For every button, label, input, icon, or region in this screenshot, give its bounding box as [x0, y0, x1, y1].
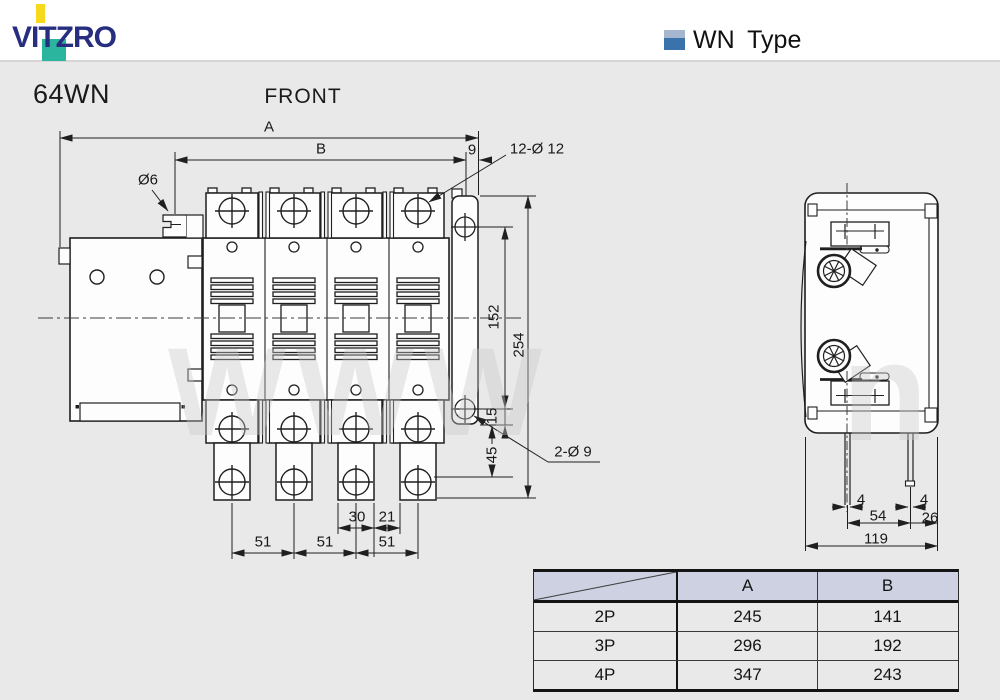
dim-21: 21 — [378, 508, 396, 526]
dim-4-left: 4 — [856, 491, 866, 509]
view-label: FRONT — [264, 85, 342, 108]
table-cell-poles: 4P — [594, 665, 616, 684]
dim-51-2: 51 — [316, 533, 334, 551]
dim-152: 152 — [485, 304, 503, 330]
table-header-row: A B — [534, 572, 958, 603]
table-cell-b: 243 — [817, 661, 957, 689]
table-corner-cell — [534, 572, 676, 600]
type-bullet-icon — [664, 30, 685, 50]
side-dimension-lines — [805, 437, 938, 551]
dim-b: B — [315, 140, 327, 158]
logo-teal-bar-icon — [42, 39, 66, 61]
table-header-a: A — [676, 572, 817, 600]
table-cell-b: 192 — [817, 632, 957, 660]
dim-119: 119 — [864, 530, 888, 548]
dim-45: 45 — [483, 446, 501, 464]
front-dimension-lines — [59, 131, 600, 559]
dim-15: 15 — [483, 407, 501, 425]
table-cell-a: 245 — [676, 603, 817, 631]
dim-holes-top: 12-Ø 12 — [509, 140, 565, 158]
table-cell-poles: 2P — [594, 607, 616, 626]
table-cell-b: 141 — [817, 603, 957, 631]
logo-yellow-bar-icon — [36, 4, 45, 23]
logo-text: VITZRO — [12, 21, 117, 54]
page-header: VITZRO WN Type — [0, 0, 1000, 62]
table-cell-a: 296 — [676, 632, 817, 660]
dim-dia6: Ø6 — [137, 171, 159, 189]
table-cell-poles: 3P — [594, 636, 616, 655]
dim-a: A — [263, 118, 275, 136]
table-cell-a: 347 — [676, 661, 817, 689]
dim-9: 9 — [467, 141, 477, 159]
table-header-b: B — [817, 572, 957, 600]
dim-51-3: 51 — [378, 533, 396, 551]
front-view-body — [58, 188, 480, 500]
dimension-table: A B 2P 245 141 3P 296 192 4P 347 243 — [533, 569, 959, 692]
dim-30: 30 — [348, 508, 366, 526]
dim-4-right: 4 — [919, 491, 929, 509]
model-label: 64WN — [33, 79, 111, 109]
side-view-body — [800, 183, 939, 512]
dim-54: 54 — [869, 507, 887, 525]
table-row: 3P 296 192 — [534, 632, 958, 661]
table-row: 4P 347 243 — [534, 661, 958, 689]
type-label: WN Type — [693, 26, 802, 54]
dim-51-1: 51 — [254, 533, 272, 551]
table-row: 2P 245 141 — [534, 603, 958, 632]
dim-26: 26 — [921, 509, 939, 527]
dim-254: 254 — [510, 332, 528, 358]
dim-holes-bottom: 2-Ø 9 — [554, 443, 592, 461]
vitzro-logo: VITZRO — [12, 0, 182, 61]
